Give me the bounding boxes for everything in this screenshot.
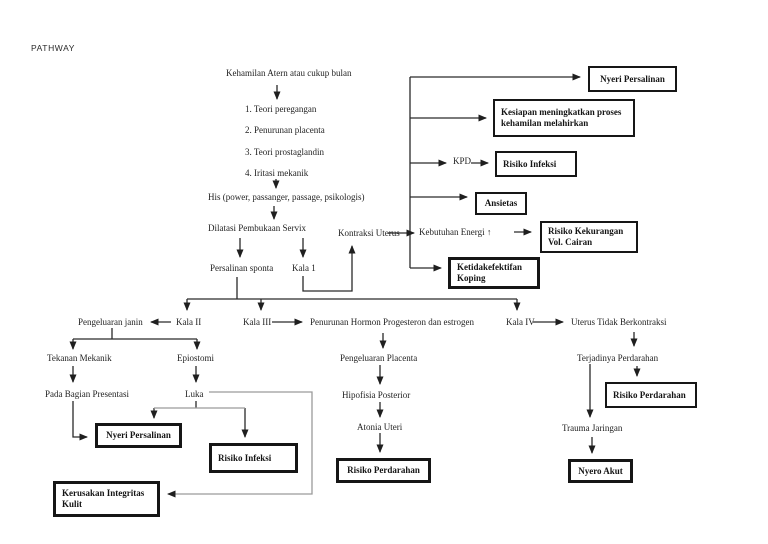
kala2-branch-arrows (69, 328, 249, 441)
node-penurunan-hormon: Penurunan Hormon Progesteron dan estroge… (310, 317, 474, 327)
node-uterus-tidak-berkontraksi: Uterus Tidak Berkontraksi (571, 317, 667, 327)
node-tekanan-mekanik: Tekanan Mekanik (47, 353, 112, 363)
node-kpd: KPD (453, 156, 472, 166)
box-nyeri-persalinan-top: Nyeri Persalinan (588, 66, 677, 92)
node-luka: Luka (185, 389, 204, 399)
node-hipofisia-posterior: Hipofisia Posterior (342, 390, 411, 400)
node-epiostomi: Epiostomi (177, 353, 215, 363)
node-kala-2: Kala II (176, 317, 202, 327)
main-chain-arrows (236, 85, 356, 292)
node-kala-1: Kala 1 (292, 263, 316, 273)
box-risiko-infeksi-bottom: Risiko Infeksi (209, 443, 298, 473)
node-his: His (power, passanger, passage, psikolog… (208, 192, 365, 202)
box-risiko-perdarahan-right: Risiko Perdarahan (605, 382, 697, 408)
node-kala-4: Kala IV (506, 317, 535, 327)
box-nyeri-persalinan-bottom: Nyeri Persalinan (95, 423, 182, 448)
box-ansietas: Ansietas (475, 192, 527, 215)
box-ketidakefektifan-koping: Ketidakefektifan Koping (448, 257, 540, 289)
box-risiko-infeksi-top: Risiko Infeksi (495, 151, 577, 177)
node-atonia-uteri: Atonia Uteri (357, 422, 403, 432)
box-risiko-kekurangan-vol-cairan: Risiko Kekurangan Vol. Cairan (540, 221, 638, 253)
node-pada-bagian-presentasi: Pada Bagian Presentasi (45, 389, 129, 399)
box-risiko-perdarahan-center: Risiko Perdarahan (336, 458, 431, 483)
node-penurunan-placenta: 2. Penurunan placenta (245, 125, 325, 135)
node-terjadinya-perdarahan: Terjadinya Perdarahan (577, 353, 659, 363)
node-teori-peregangan: 1. Teori peregangan (245, 104, 317, 114)
node-persalinan-sponta: Persalinan sponta (210, 263, 274, 273)
node-teori-prostaglandin: 3. Teori prostaglandin (245, 147, 324, 157)
box-kerusakan-integritas-kulit: Kerusakan Integritas Kulit (53, 481, 160, 517)
node-dilatasi-servix: Dilatasi Pembukaan Servix (208, 223, 306, 233)
node-pengeluaran-placenta: Pengeluaran Placenta (340, 353, 418, 363)
page-title: PATHWAY (31, 43, 76, 53)
node-iritasi-mekanik: 4. Iritasi mekanik (245, 168, 309, 178)
node-kala-3: Kala III (243, 317, 272, 327)
node-pengeluaran-janin: Pengeluaran janin (78, 317, 143, 327)
node-kontraksi-uterus: Kontraksi Uterus (338, 228, 400, 238)
box-nyero-akut: Nyero Akut (568, 459, 633, 483)
node-kehamilan-aterm: Kehamilan Atern atau cukup bulan (226, 68, 352, 78)
node-trauma-jaringan: Trauma Jaringan (562, 423, 623, 433)
box-kesiapan-meningkatkan: Kesiapan meningkatkan proses kehamilan m… (493, 99, 635, 137)
node-kebutuhan-energi: Kebutuhan Energi ↑ (419, 227, 492, 237)
